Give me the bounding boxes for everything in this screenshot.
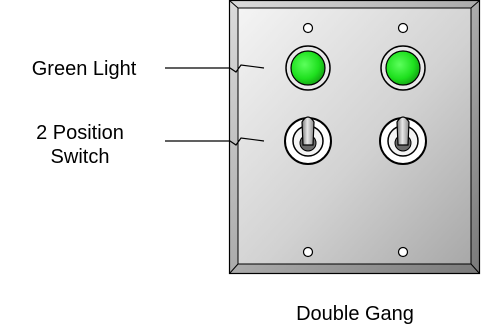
switch-label-line1: 2 Position bbox=[36, 122, 124, 144]
screw-bottom-right bbox=[397, 246, 409, 258]
green-light-label: Green Light bbox=[32, 58, 137, 80]
green-light-leader bbox=[165, 64, 265, 73]
toggle-switch-1 bbox=[284, 116, 332, 165]
green-light-1 bbox=[285, 45, 331, 91]
caption: Double Gang bbox=[296, 303, 414, 325]
switch-label-line2: Switch bbox=[51, 146, 110, 168]
screw-bottom-left bbox=[302, 246, 314, 258]
screw-top-left bbox=[302, 22, 314, 34]
green-light-2 bbox=[380, 45, 426, 91]
switch-leader bbox=[165, 137, 265, 146]
screw-top-right bbox=[397, 22, 409, 34]
wall-plate bbox=[228, 0, 481, 275]
toggle-switch-2 bbox=[379, 116, 427, 165]
